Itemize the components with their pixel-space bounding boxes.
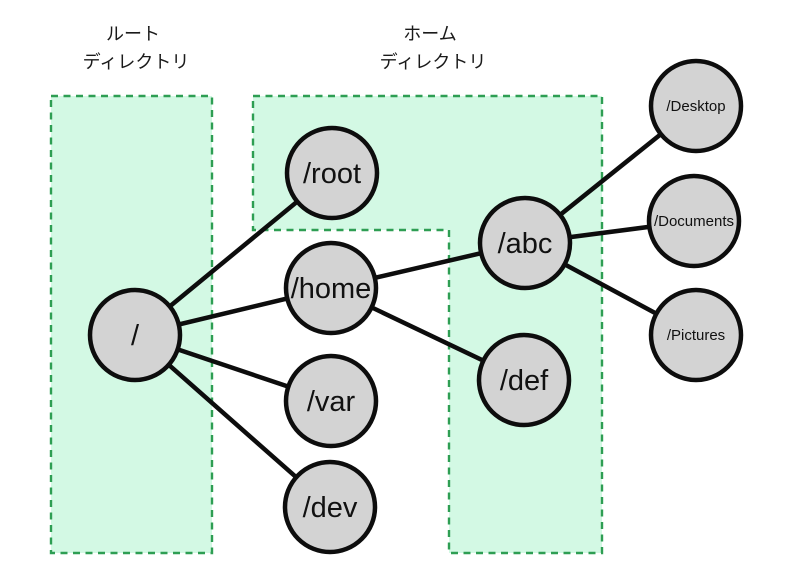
node-root-circle <box>87 287 183 383</box>
node-abc-label: /abc <box>498 228 553 260</box>
node-desktop-circle <box>648 58 744 154</box>
node-pictures: /Pictures <box>648 287 744 383</box>
node-documents-circle <box>646 173 742 269</box>
node-root: / <box>87 287 183 383</box>
node-abc-circle <box>477 195 573 291</box>
node-desktop: /Desktop <box>648 58 744 154</box>
node-rootdir: /root <box>284 125 380 221</box>
node-rootdir-label: /root <box>303 158 361 190</box>
node-var-label: /var <box>307 386 356 418</box>
node-home-circle <box>283 240 379 336</box>
node-abc: /abc <box>477 195 573 291</box>
root-directory-caption-line2: ディレクトリ <box>83 52 190 72</box>
home-directory-caption-line1: ホーム <box>403 24 456 44</box>
node-pictures-label: /Pictures <box>667 327 725 344</box>
node-dev-circle <box>282 459 378 555</box>
node-def-label: /def <box>500 365 549 397</box>
node-documents-label: /Documents <box>654 213 734 230</box>
node-documents: /Documents <box>646 173 742 269</box>
node-dev-label: /dev <box>303 492 358 524</box>
node-root-label: / <box>131 320 140 352</box>
node-def: /def <box>476 332 572 428</box>
node-var: /var <box>283 353 379 449</box>
node-desktop-label: /Desktop <box>666 98 725 115</box>
root-directory-caption-line1: ルート <box>106 24 160 44</box>
node-dev: /dev <box>282 459 378 555</box>
node-home-label: /home <box>291 273 372 305</box>
node-rootdir-circle <box>284 125 380 221</box>
node-home: /home <box>283 240 379 336</box>
node-pictures-circle <box>648 287 744 383</box>
home-directory-caption-line2: ディレクトリ <box>380 52 487 72</box>
node-def-circle <box>476 332 572 428</box>
node-var-circle <box>283 353 379 449</box>
